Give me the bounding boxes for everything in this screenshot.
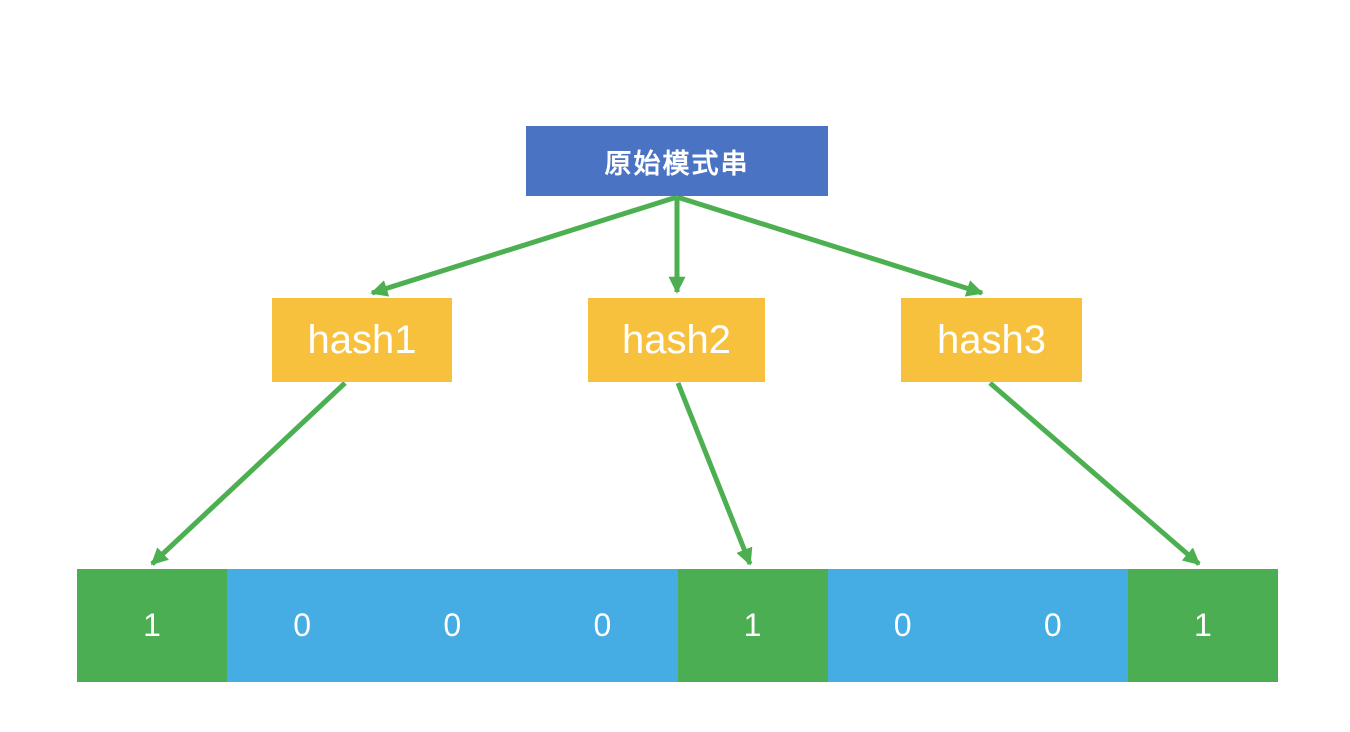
bit-cell-value: 0 (443, 607, 462, 643)
arrow-hash2-to-bit4 (675, 382, 753, 566)
bit-cell: 1 (677, 569, 828, 682)
arrow-root-to-hash3 (676, 194, 984, 297)
hash2-node-label: hash2 (622, 317, 731, 362)
arrow-hash3-to-bit7 (988, 381, 1201, 566)
hash1-node-label: hash1 (307, 317, 417, 362)
bit-cell: 0 (977, 569, 1128, 682)
root-node: 原始模式串 (526, 126, 828, 196)
bit-cell-value: 0 (293, 607, 312, 643)
hash1-node: hash1 (272, 298, 452, 382)
bit-cell: 0 (827, 569, 978, 682)
bit-cell: 0 (227, 569, 378, 682)
hash3-node-label: hash3 (937, 317, 1046, 362)
bit-cell: 0 (527, 569, 678, 682)
root-node-label: 原始模式串 (604, 148, 750, 179)
bit-cell-value: 0 (593, 607, 612, 643)
bit-cell-value: 1 (143, 607, 161, 643)
hash3-node: hash3 (901, 298, 1082, 382)
bit-cell: 1 (77, 569, 228, 682)
bit-cell-value: 1 (743, 607, 762, 643)
hash2-node: hash2 (588, 298, 765, 382)
arrow-hash1-to-bit0 (150, 381, 347, 566)
bit-array: 1 0 0 0 1 0 0 1 (77, 569, 1278, 682)
bit-cell-value: 0 (1043, 607, 1062, 643)
bit-cell-value: 0 (893, 607, 912, 643)
bit-cell: 0 (377, 569, 528, 682)
arrow-root-to-hash1 (370, 194, 678, 297)
bit-cell: 1 (1127, 569, 1278, 682)
bit-cell-value: 1 (1194, 607, 1212, 643)
